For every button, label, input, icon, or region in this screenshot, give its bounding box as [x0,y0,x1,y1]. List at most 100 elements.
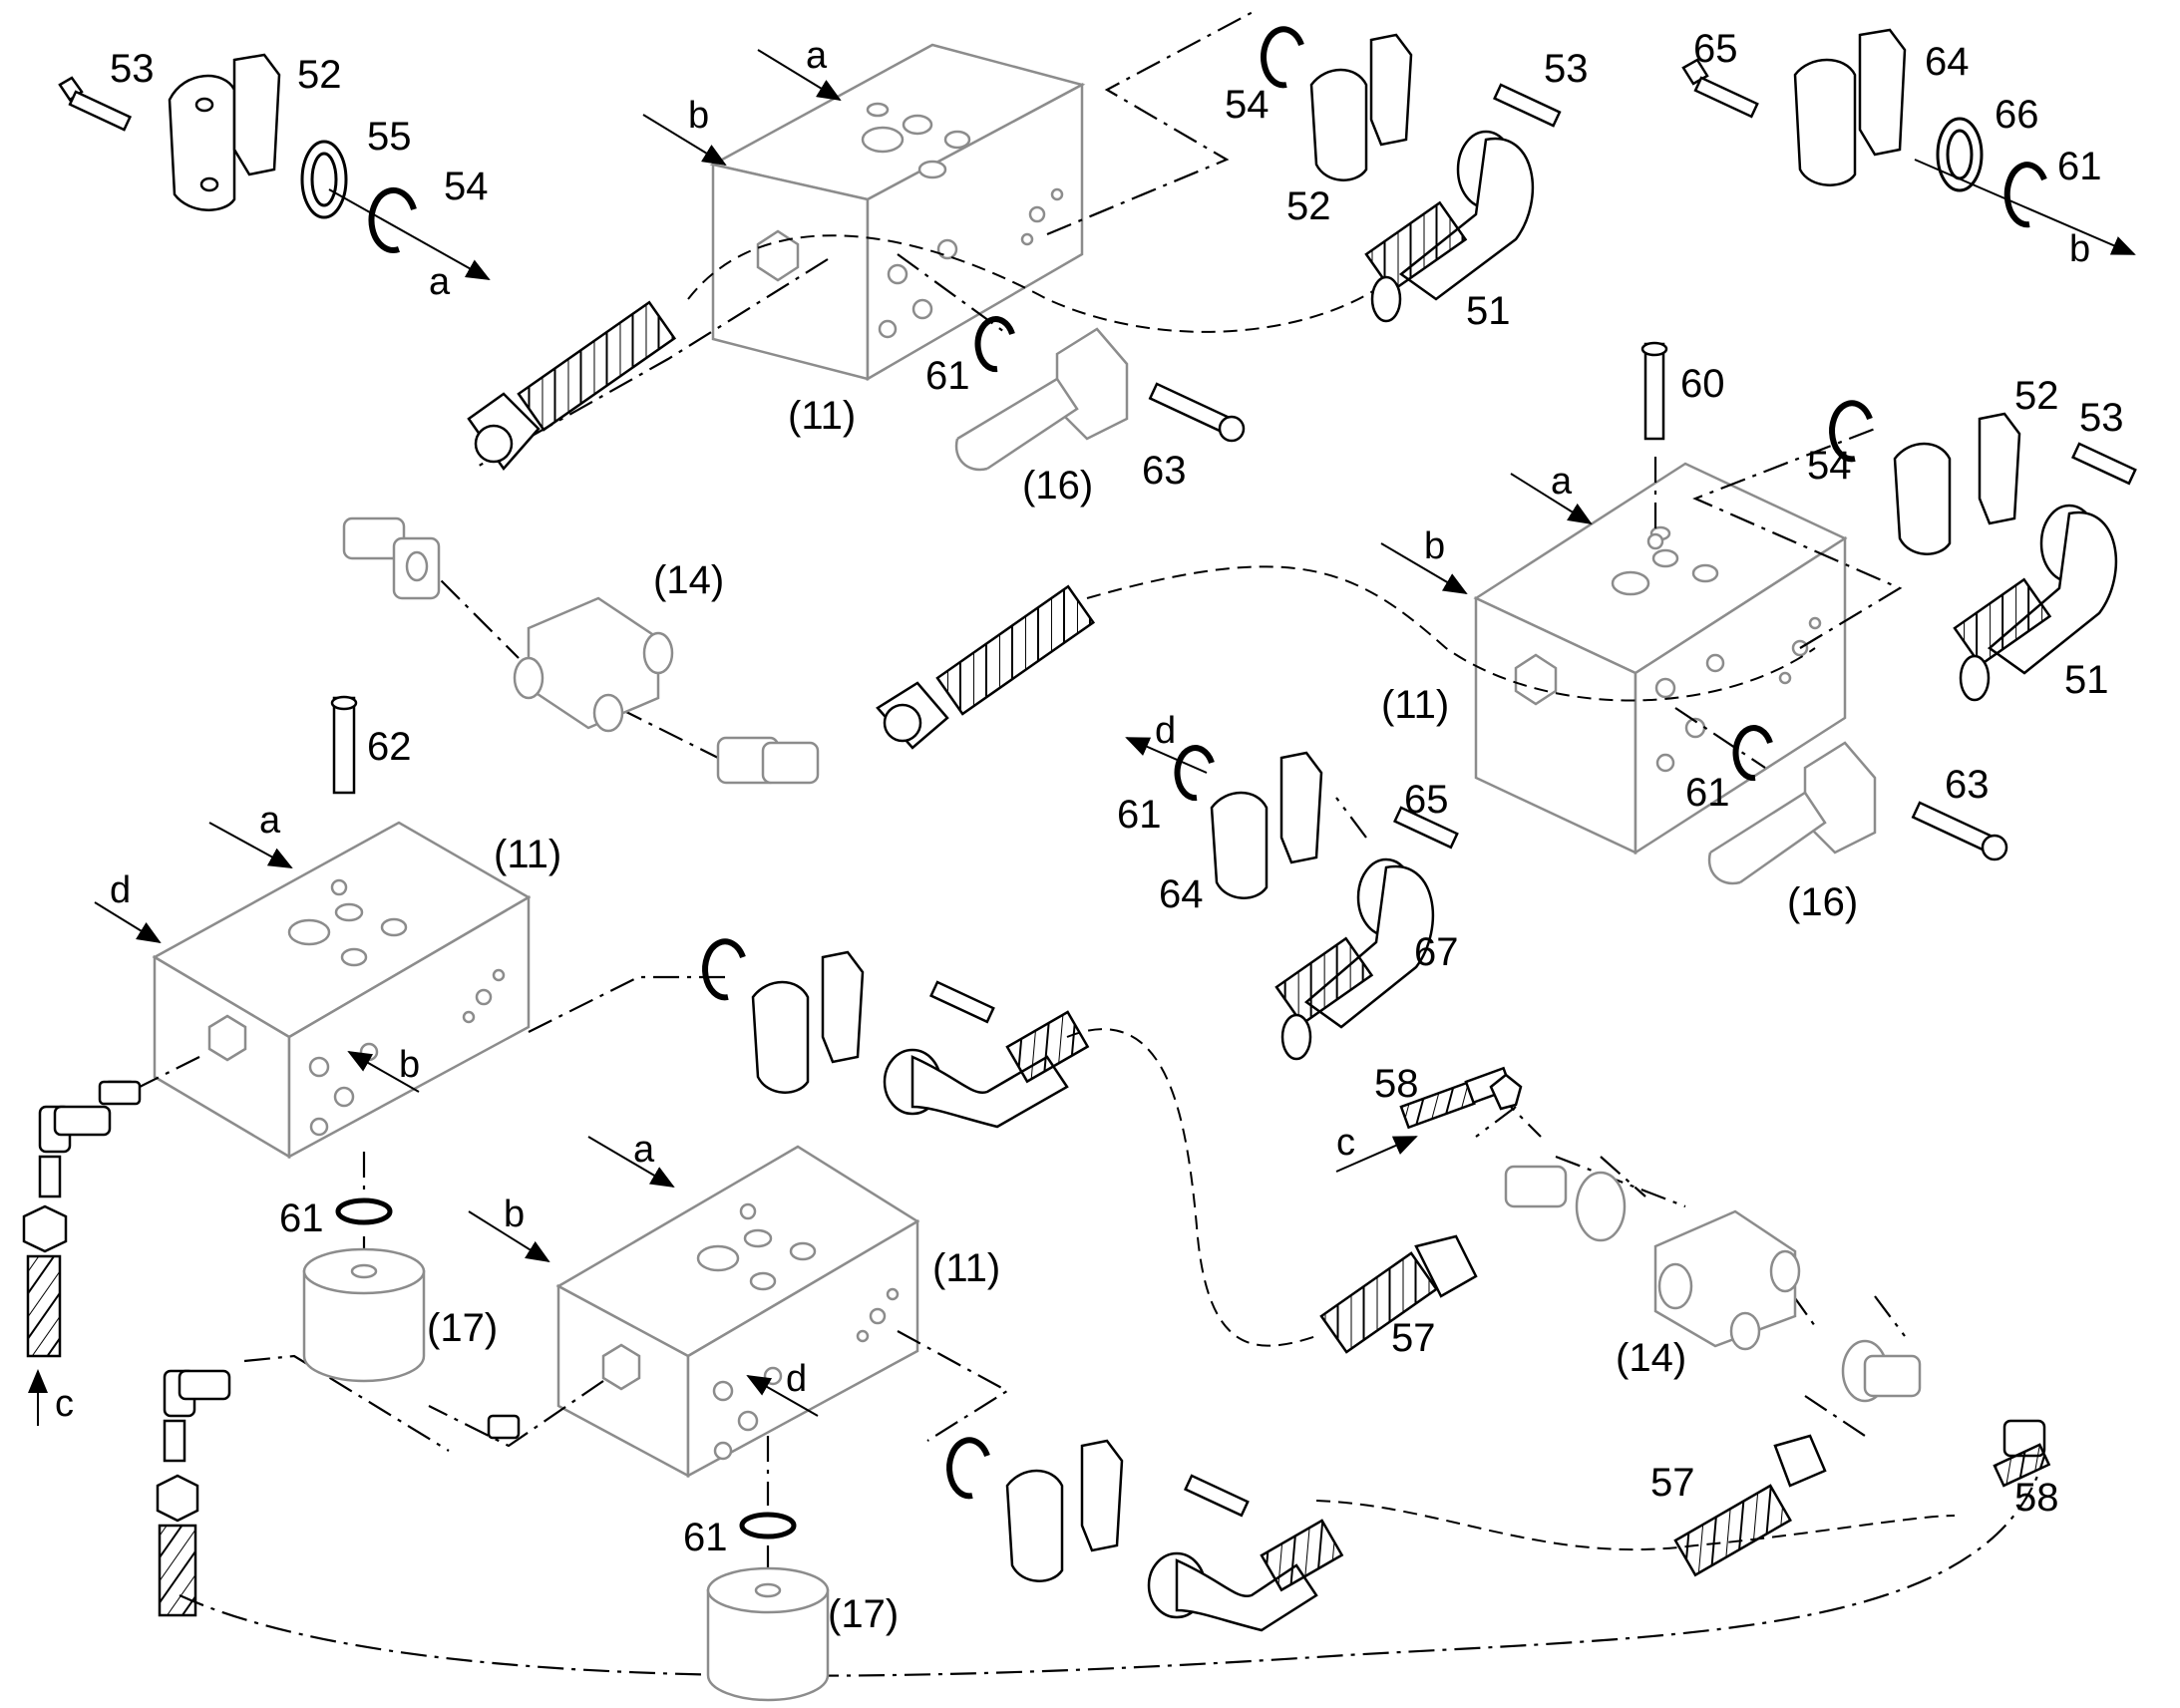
label-64-mid: 64 [1159,872,1204,916]
label-ref11-bottom: (11) [932,1246,1000,1290]
label-ref11-right: (11) [1381,683,1449,727]
flange-16-right [1707,741,1877,885]
label-64-top: 64 [1925,40,1970,84]
oring-61-bottom [739,1512,797,1539]
oring-61-topright [2003,162,2047,228]
label-55: 55 [367,115,412,159]
label-63-top: 63 [1142,449,1187,493]
label-ref17-bottom: (17) [828,1592,899,1636]
letter-b-tr: b [2069,228,2090,270]
elbow-fitting-upper [342,516,441,600]
label-61-top: 61 [925,354,970,398]
flange-17-left [302,1247,426,1383]
oring-61-upper [974,316,1015,373]
label-61-right: 61 [1685,771,1730,815]
label-ref14-right: (14) [1616,1336,1686,1380]
valve-block-left [152,821,532,1160]
label-53-right: 53 [2079,396,2124,440]
split-flange-52-right [1893,412,2021,555]
tee-fitting-14-upper [513,596,674,733]
bolt-62 [330,695,358,795]
label-62: 62 [367,725,412,769]
label-61-topright: 61 [2057,145,2102,188]
elbow-fitting-57-mid [1504,1165,1627,1242]
bolt-53-right [2070,442,2137,486]
letter-d-blk4: d [786,1358,807,1400]
label-54-left: 54 [444,165,489,208]
letter-b-blk1: b [688,95,709,137]
split-flange-52-left [168,53,281,211]
label-54-top: 54 [1225,83,1270,127]
oring-54-left [368,186,417,253]
letter-d-blk3: d [110,869,131,911]
elbow-hose-67 [1274,857,1435,1061]
label-51-right: 51 [2064,658,2109,702]
port-letters: a a b b a b d a d b c a b d c [55,35,2090,1425]
letter-a-blk1: a [806,35,828,77]
bolt-lower [1183,1474,1250,1518]
label-65-mid: 65 [1404,778,1449,822]
hose-58-low [1993,1419,2051,1488]
bolt-53-left [58,76,133,132]
label-58-top: 58 [1374,1062,1419,1106]
label-54-right: 54 [1807,444,1852,488]
bolt-63-right [1911,801,2008,861]
letter-b-blk3: b [399,1044,420,1086]
letter-d-mid: d [1155,710,1176,752]
dashed-hose-routing [687,234,1956,1551]
label-52-right: 52 [2014,374,2059,418]
letter-a-blk4: a [633,1129,655,1171]
bolt-63-upper [1148,382,1246,443]
oring-61-right [1732,725,1773,782]
braided-hose-upper [467,300,677,472]
valve-block-bottom [555,1145,920,1479]
bolt-left-mid [928,980,995,1024]
label-53-left: 53 [110,47,155,91]
elbow-hose-51-top [1364,130,1535,323]
tee-fitting-14-lower [1653,1209,1801,1351]
valve-block-right [1473,462,1848,855]
label-65-top: 65 [1693,27,1738,71]
bolt-60 [1640,341,1668,441]
elbow-hose-left-mid [883,1010,1090,1129]
letter-c-right: c [1336,1122,1355,1164]
hose-57-mid [1319,1234,1478,1354]
fitting-nipple-block3 [98,1080,142,1106]
split-flange-lower [1005,1439,1124,1582]
oring-54-right [1829,400,1873,463]
label-ref14-top: (14) [653,558,724,602]
elbow-fitting-lower [716,736,820,785]
label-ref11-top: (11) [788,394,856,438]
label-61-bottom: 61 [683,1516,728,1559]
elbow-hose-lower [1147,1519,1344,1632]
elbow-fitting-lower-right [1841,1339,1922,1403]
label-67: 67 [1414,930,1459,974]
braided-hose-left-lower [156,1474,199,1617]
bolt-53-top [1492,83,1562,128]
label-57-mid: 57 [1391,1316,1436,1360]
label-53-top: 53 [1544,47,1589,91]
letter-c-left: c [55,1383,74,1425]
split-flange-64-top [1793,28,1907,186]
letter-a-blk3: a [259,800,281,842]
valve-block-top [709,43,1086,382]
flange-adapter-55 [300,140,348,219]
label-60: 60 [1680,362,1725,406]
letter-a-blk2: a [1551,461,1573,503]
flange-16-upper [954,327,1129,472]
flange-17-bottom [706,1566,830,1702]
label-61-left: 61 [279,1196,324,1240]
label-ref16-top: (16) [1022,464,1093,508]
label-51-top: 51 [1466,289,1511,333]
oring-61-left [335,1197,393,1225]
label-58-low: 58 [2014,1476,2059,1520]
label-66: 66 [1995,93,2039,137]
label-57-low: 57 [1650,1461,1695,1505]
letter-b-blk2: b [1424,525,1445,567]
label-ref11-left: (11) [494,833,561,876]
split-flange-left-mid [751,950,865,1094]
flange-adapter-66 [1936,117,1984,192]
letter-b-blk4: b [504,1194,525,1235]
port-arrows [94,49,1593,1417]
